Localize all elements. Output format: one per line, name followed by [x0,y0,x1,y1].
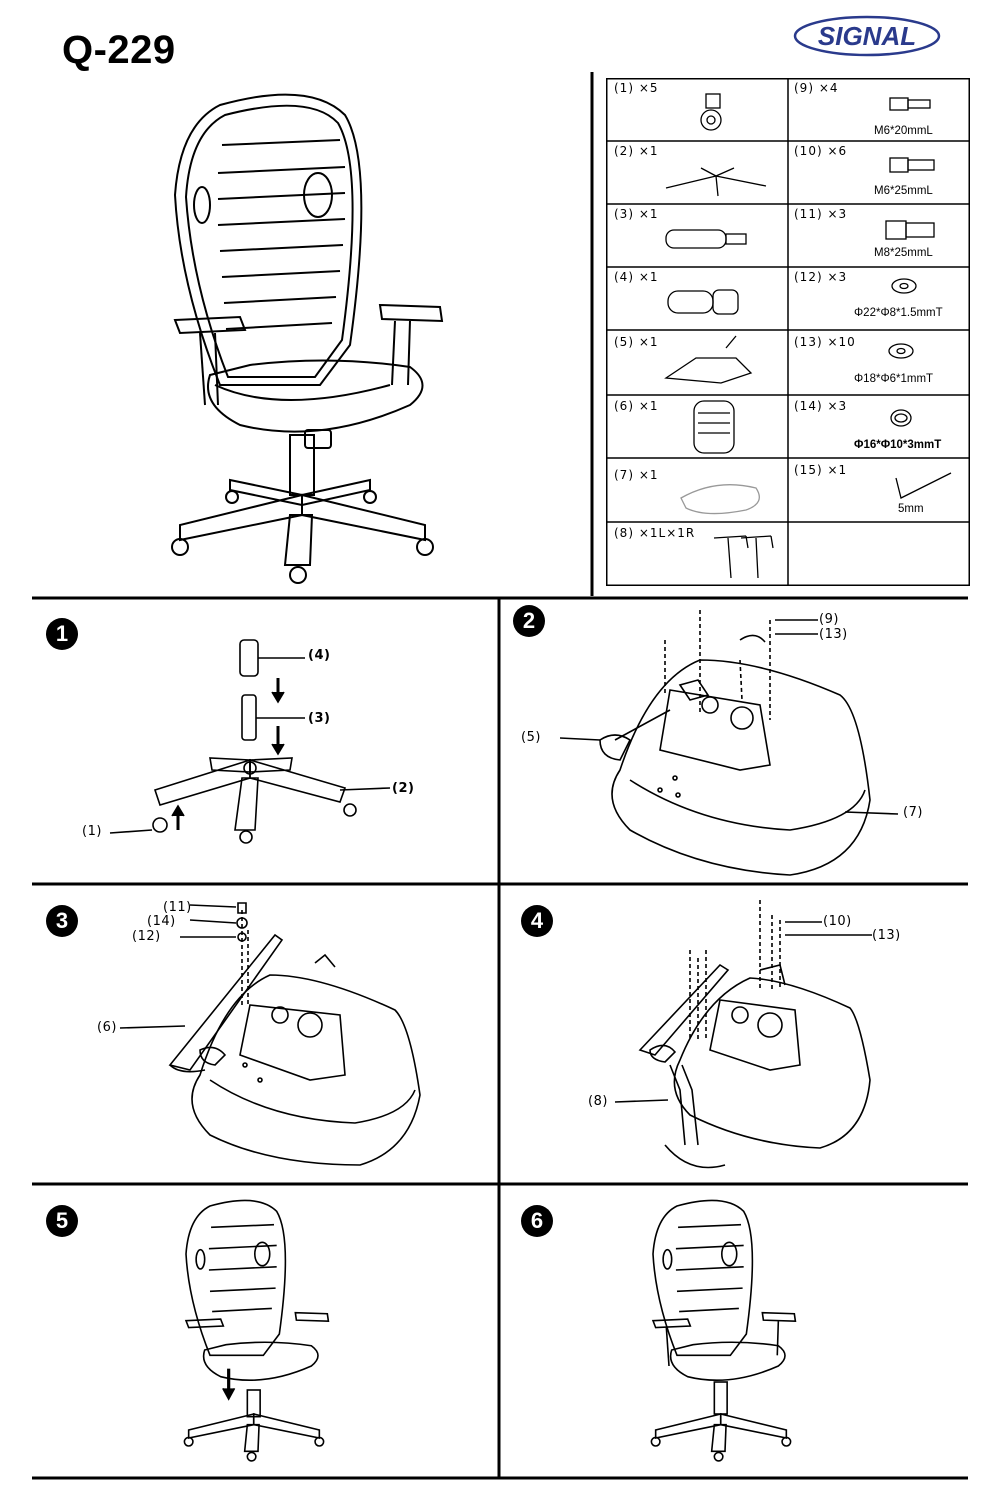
step-1-callout-1: (1) [82,824,102,839]
step-5-badge: 5 [46,1205,78,1237]
part-4-label: (4) ×1 [614,270,659,284]
step-2-callout-5: (5) [521,730,541,745]
step-3-illustration [119,902,421,1166]
step-6-badge: 6 [521,1205,553,1237]
chair-overview-illustration [171,93,444,584]
step-2-callout-13: (13) [819,627,848,642]
part-10-spec: M6*25mmL [874,185,933,197]
step-1-badge: 1 [46,618,78,650]
part-7-label: (7) ×1 [614,468,659,482]
step-4-callout-13: (13) [872,928,901,943]
part-5-label: (5) ×1 [614,335,659,349]
step-3-badge: 3 [46,905,78,937]
step-3-callout-6: (6) [97,1020,117,1035]
part-14-label: (14) ×3 [794,399,847,413]
part-10-label: (10) ×6 [794,144,847,158]
part-13-label: (13) ×10 [794,335,856,349]
step-3-callout-12: (12) [132,929,161,944]
step-3-callout-14: (14) [147,914,176,929]
part-13-spec: Φ18*Φ6*1mmT [854,373,933,385]
part-1-label: (1) ×5 [614,81,659,95]
step-6-illustration [650,1199,797,1462]
brand-logo: SIGNAL [793,15,941,57]
step-4-callout-8: (8) [588,1094,608,1109]
part-15-spec: 5mm [898,503,924,515]
step-1-illustration [109,639,391,844]
model-number: Q-229 [62,28,176,72]
part-15-label: (15) ×1 [794,463,847,477]
part-9-label: (9) ×4 [794,81,839,95]
step-1-callout-3: (3) [308,711,331,726]
step-2-callout-7: (7) [903,805,923,820]
part-9-spec: M6*20mmL [874,125,933,137]
step-2-callout-9: (9) [819,612,839,627]
part-11-spec: M8*25mmL [874,247,933,259]
step-2-illustration [560,610,899,876]
brand-text: SIGNAL [818,21,916,51]
part-6-label: (6) ×1 [614,399,659,413]
part-11-label: (11) ×3 [794,207,847,221]
part-12-spec: Φ22*Φ8*1.5mmT [854,307,943,319]
step-3-callout-11: (11) [163,900,192,915]
step-1-callout-4: (4) [308,648,331,663]
step-5-illustration [183,1199,330,1462]
step-4-badge: 4 [521,905,553,937]
part-2-label: (2) ×1 [614,144,659,158]
step-4-illustration [614,900,872,1169]
part-8-label: (8) ×1L×1R [614,526,695,540]
part-14-spec: Φ16*Φ10*3mmT [854,439,941,451]
part-3-label: (3) ×1 [614,207,659,221]
step-4-callout-10: (10) [823,914,852,929]
parts-list-table: (1) ×5 (2) ×1 (3) ×1 (4) ×1 (5) ×1 (6) ×… [606,78,970,586]
step-1-callout-2: (2) [392,781,415,796]
step-2-badge: 2 [513,605,545,637]
part-12-label: (12) ×3 [794,270,847,284]
